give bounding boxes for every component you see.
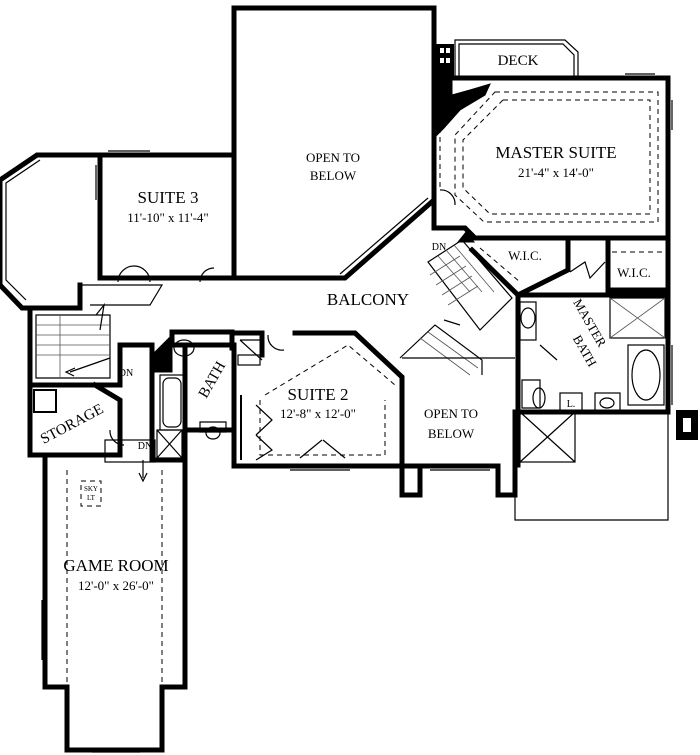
label-suite2-dim: 12'-8" x 12'-0" [280,406,356,421]
wic-right-walls [605,235,671,293]
label-open-below-bottom-2: BELOW [428,426,475,441]
label-master-suite-dim: 21'-4" x 14'-0" [518,165,594,180]
label-deck: DECK [498,53,539,69]
label-wic-left: W.I.C. [508,248,542,263]
suite2-tray-ceiling [259,400,386,456]
label-game-room: GAME ROOM [63,556,168,575]
game-room-walls [42,452,188,753]
storage-walls [27,381,123,458]
open-to-below-top-walls [231,5,437,281]
label-open-below-top-2: BELOW [310,168,357,183]
label-linen: L. [567,399,576,410]
fireplace [431,79,491,142]
label-open-below-bottom-1: OPEN TO [424,406,478,421]
bath-walls [182,342,237,433]
master-suite-tray-ceiling [454,91,659,223]
label-suite2: SUITE 2 [288,385,349,404]
left-stairs [35,314,111,379]
label-dn-left: DN [119,368,133,379]
label-suite3: SUITE 3 [138,188,199,207]
vanity-sink [154,333,173,373]
balcony-rail [80,284,164,306]
label-sky-2: LT [87,494,96,502]
label-master-suite: MASTER SUITE [495,143,616,162]
label-storage: STORAGE [38,401,106,447]
master-bathtub [627,344,665,406]
game-room-ceiling [66,470,163,700]
center-stairs [427,239,513,331]
label-open-below-top-1: OPEN TO [306,150,360,165]
label-game-room-dim: 12'-0" x 26'-0" [78,578,154,593]
label-suite3-dim: 11'-10" x 11'-4" [127,210,209,225]
shower [609,297,666,339]
deck-outline [454,39,579,78]
label-balcony: BALCONY [327,290,409,309]
label-sky-1: SKY [84,485,98,493]
master-sink [520,307,536,329]
left-bay [0,152,103,311]
skylight [80,480,102,507]
label-dn-bottom: DN [138,441,152,452]
toilet [532,387,546,409]
label-wic-right: W.I.C. [617,265,651,280]
label-dn-center: DN [432,242,446,253]
wic-left-walls [468,235,571,299]
open-to-below-bottom-walls [399,409,518,498]
label-bath: BATH [196,359,230,401]
